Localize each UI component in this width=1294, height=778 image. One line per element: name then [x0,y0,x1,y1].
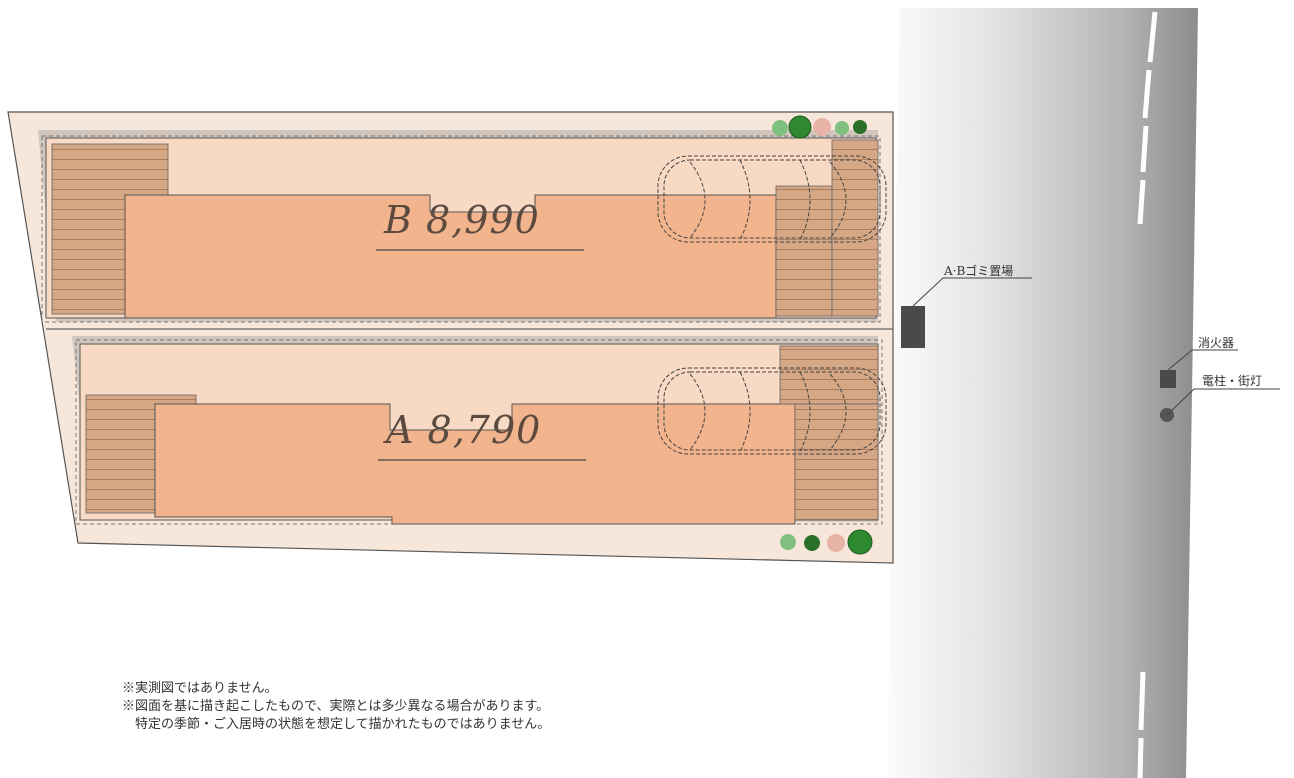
garbage-leader [912,277,1032,307]
lot-a [72,336,887,555]
parking-car [657,367,887,455]
disclaimer-notes: ※実測図ではありません。 ※図面を基に描き起こしたもので、実際とは多少異なる場合… [122,680,550,734]
plants [772,115,867,139]
garbage-station-marker [901,306,925,348]
road-center-line [1137,11,1158,778]
fire-extinguisher-label: 消火器 [1198,336,1235,350]
lot-b [38,115,887,323]
note-line: ※実測図ではありません。 [122,681,278,696]
garbage-station-label: A·Bゴミ置場 [944,264,1014,278]
plants [780,529,873,555]
building-b [124,194,777,319]
lot-a-label: A 8,790 [386,408,542,452]
utility-pole-label: 電柱・街灯 [1202,374,1263,388]
fire-extinguisher-marker [1160,370,1176,388]
lot-b-label: B 8,990 [384,198,540,242]
note-line: 特定の季節・ご入居時の状態を想定して描かれたものではありません。 [122,717,551,732]
parking-car [657,155,887,243]
road [888,8,1198,778]
note-line: ※図面を基に描き起こしたもので、実際とは多少異なる場合があります。 [122,699,550,714]
